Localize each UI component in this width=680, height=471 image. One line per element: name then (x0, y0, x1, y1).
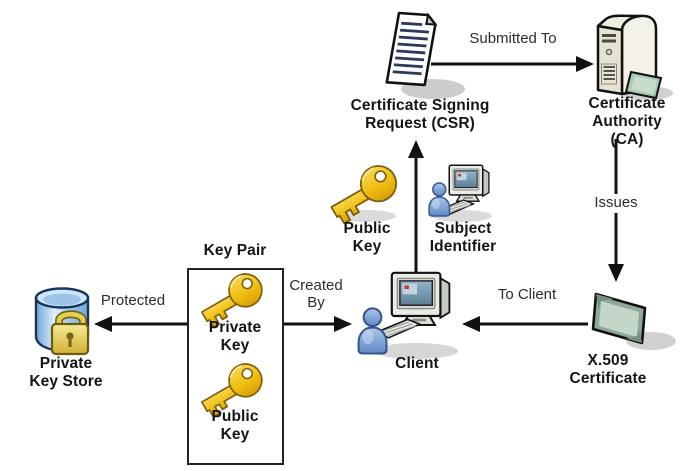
csr-label: Certificate Signing Request (CSR) (350, 97, 490, 132)
issues-edge-label: Issues (589, 194, 643, 213)
private-key-store-icon (34, 287, 90, 356)
arrow-created-by (284, 316, 352, 332)
arrow-submitted-to (431, 56, 594, 72)
public-key-2-label: Public Key (211, 408, 259, 443)
arrow-protected (94, 316, 188, 332)
ca-certificate-card-icon (624, 70, 663, 100)
private-key-store-label: Private Key Store (29, 355, 103, 390)
public-key-label: Public Key (343, 220, 391, 255)
subject-identifier-label: Subject Identifier (429, 220, 497, 255)
csr-document-icon (385, 11, 465, 99)
key-pair-title: Key Pair (203, 242, 267, 259)
created-by-edge-label: Created By (289, 277, 343, 311)
padlock-icon (50, 310, 90, 356)
x509-certificate-icon (591, 292, 676, 350)
protected-edge-label: Protected (100, 292, 166, 309)
submitted-to-edge-label: Submitted To (469, 30, 557, 47)
to-client-edge-label: To Client (497, 286, 557, 303)
public-key-icon (323, 158, 404, 227)
x509-certificate-label: X.509 Certificate (569, 352, 647, 387)
subject-identifier-icon (428, 164, 492, 222)
client-icon (357, 271, 458, 359)
private-key-label: Private Key (208, 319, 262, 354)
arrow-to-client (462, 316, 588, 332)
arrow-csr-submission (408, 140, 424, 281)
ca-server-icon (596, 14, 673, 100)
ca-label: Certificate Authority (CA) (588, 95, 666, 148)
client-label: Client (395, 355, 439, 372)
